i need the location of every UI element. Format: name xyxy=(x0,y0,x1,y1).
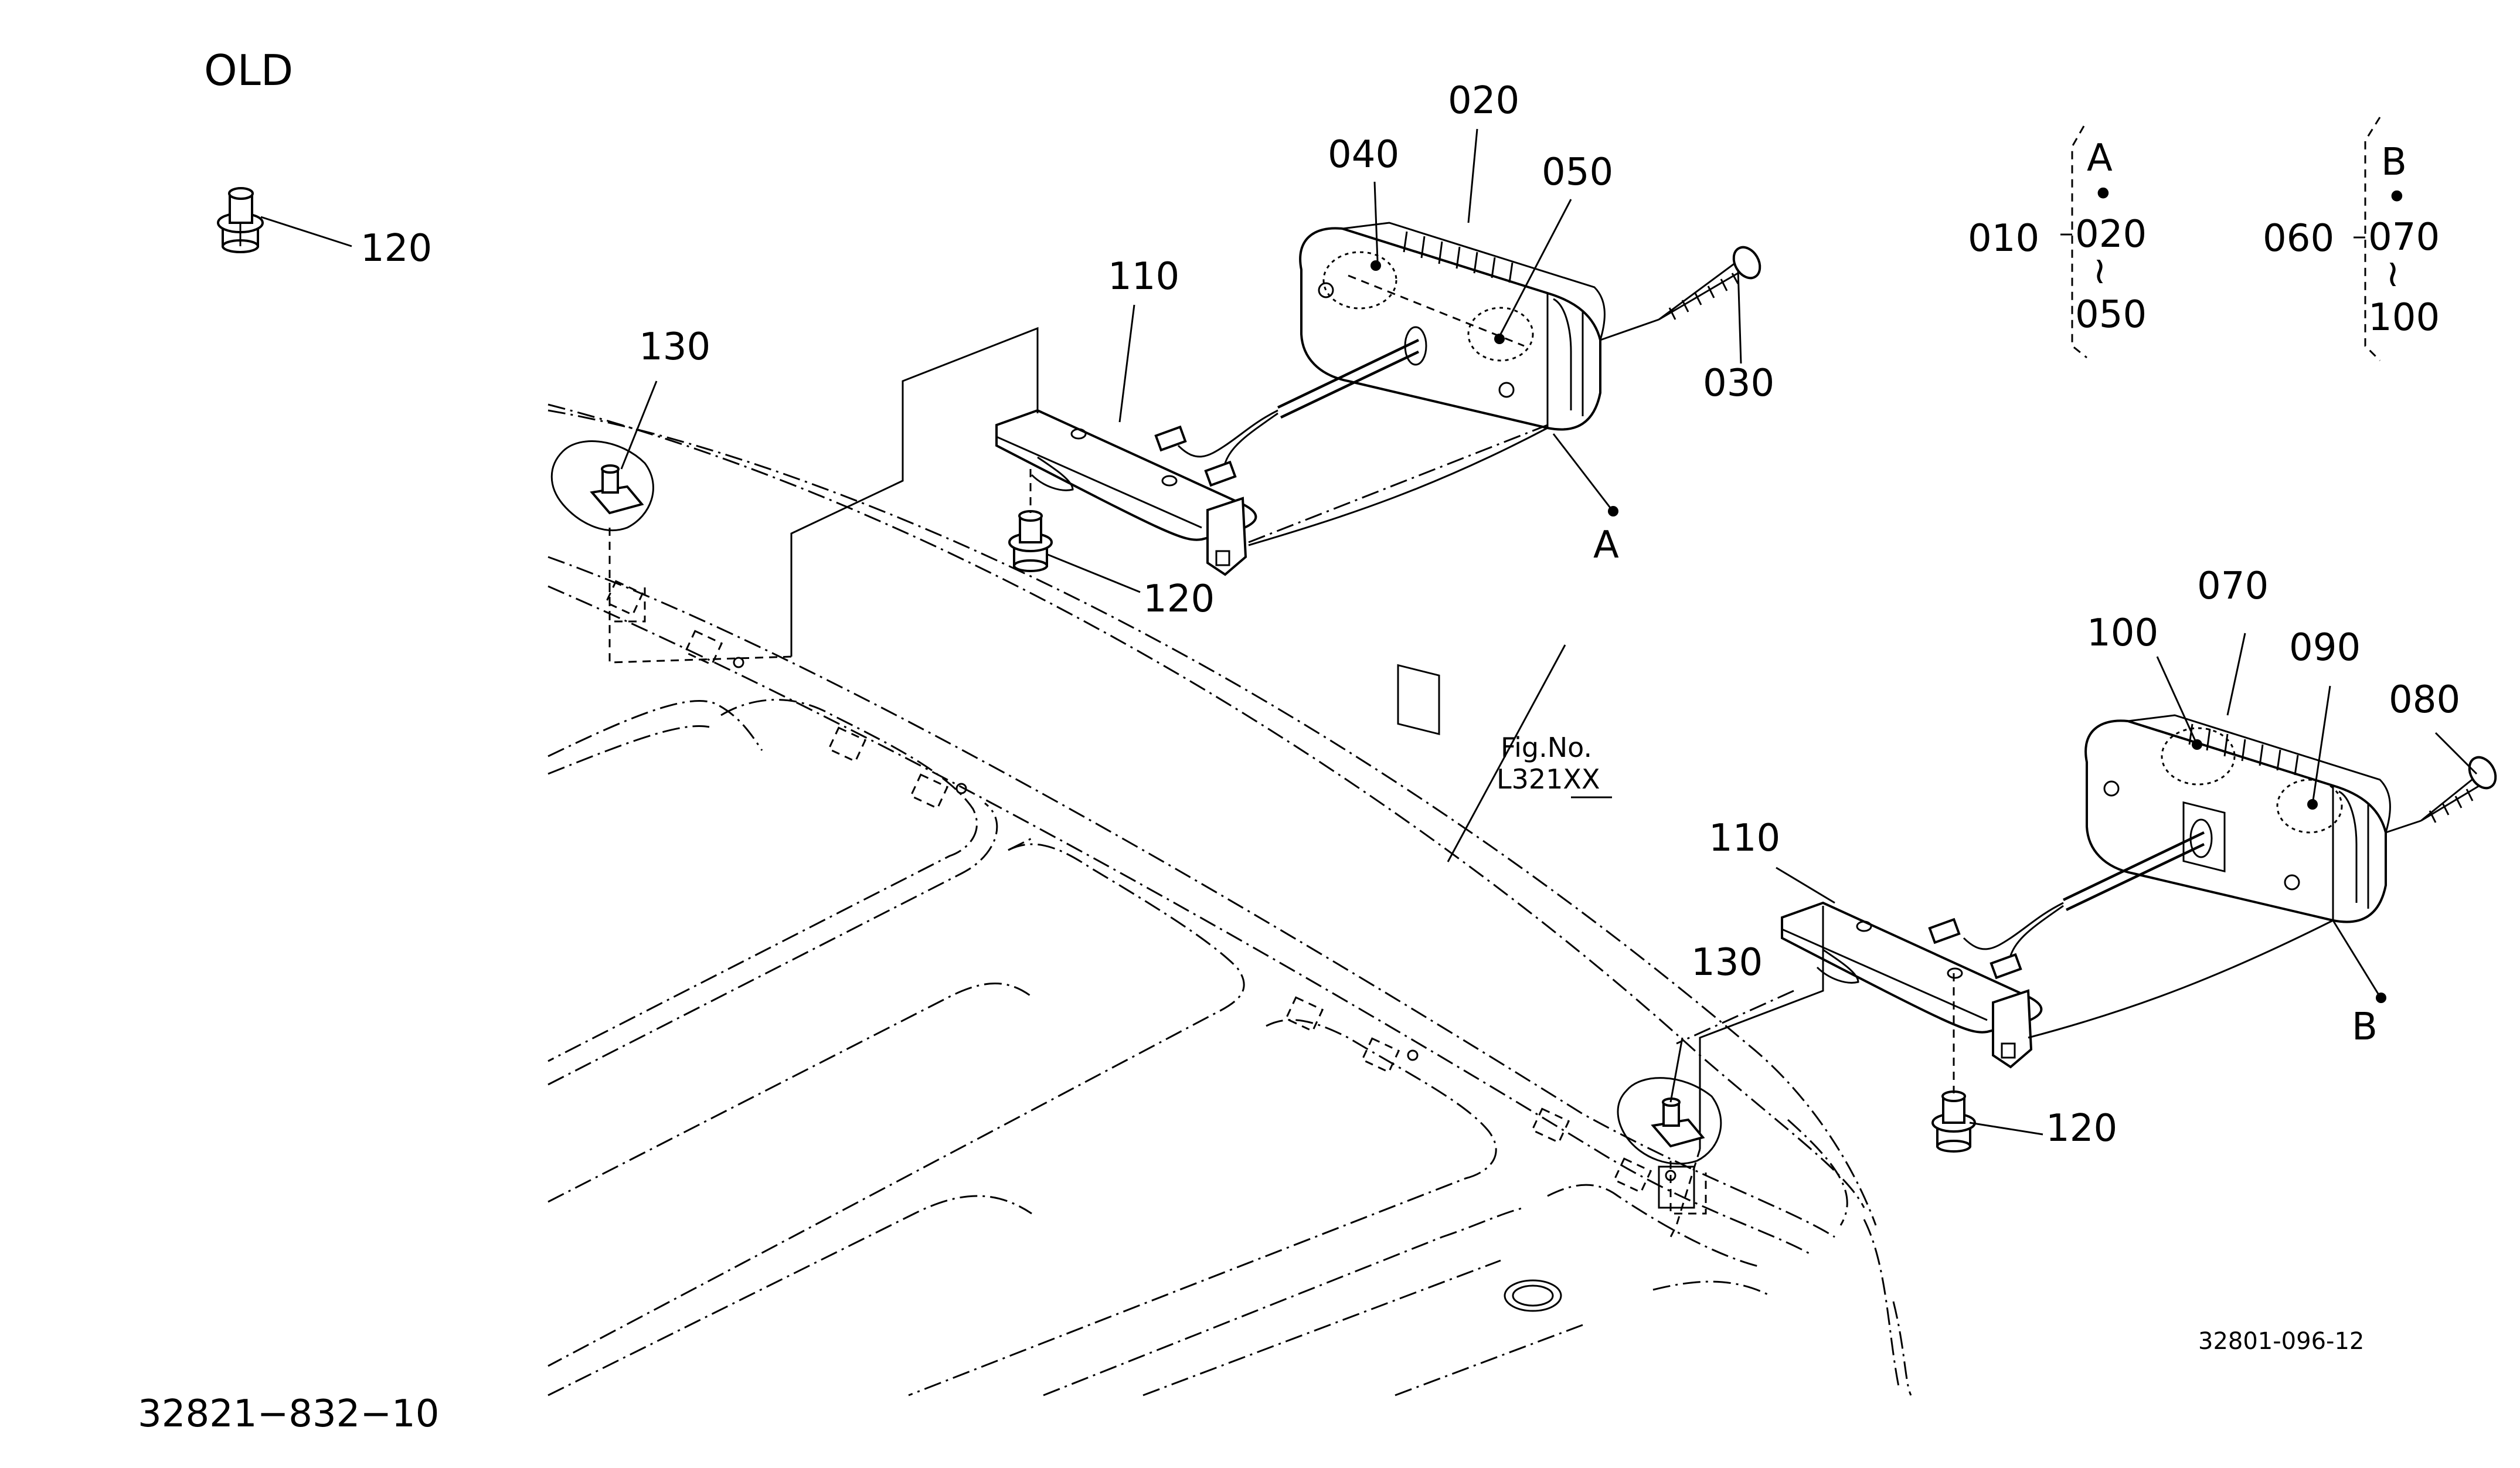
callout-050: 050 xyxy=(1542,151,1614,194)
callout-120-right: 120 xyxy=(2046,1107,2118,1150)
callout-110-right: 110 xyxy=(1709,817,1781,860)
fig-ref-line2: L321XX xyxy=(1497,763,1600,795)
legend-a-to: 050 xyxy=(2075,293,2147,337)
callout-030: 030 xyxy=(1703,362,1775,405)
view-b-label: B xyxy=(2352,1005,2378,1049)
nut-120-left xyxy=(1008,469,1053,572)
lamp-assembly-a xyxy=(608,222,1761,735)
legend-bracket-b xyxy=(2354,117,2381,362)
legend-b-parent: 060 xyxy=(2263,217,2335,260)
leader-lines xyxy=(260,128,2478,1136)
drawing-code-right: 32801-096-12 xyxy=(2198,1328,2365,1355)
callout-080: 080 xyxy=(2389,678,2461,722)
callout-040: 040 xyxy=(1328,133,1400,176)
callout-120-old: 120 xyxy=(361,227,433,270)
variant-label: OLD xyxy=(204,46,294,95)
callout-110-left: 110 xyxy=(1108,255,1180,298)
view-a-label: A xyxy=(1593,524,1619,567)
view-a-dot xyxy=(1608,506,1618,516)
legend-b-dot: • xyxy=(2386,176,2408,219)
clip-nut-130-right xyxy=(1617,1077,1722,1215)
legend-b-tilde: ≀ xyxy=(2386,252,2400,295)
callout-100: 100 xyxy=(2087,611,2159,655)
callout-090: 090 xyxy=(2289,626,2361,670)
legend-a-letter: A xyxy=(2087,137,2113,180)
legend-a-dot: • xyxy=(2092,173,2114,216)
nut-120-old xyxy=(217,187,264,253)
canopy-roof xyxy=(547,403,1912,1396)
legend-bracket-a xyxy=(2060,125,2087,359)
callout-020: 020 xyxy=(1448,79,1520,123)
legend-a-parent: 010 xyxy=(1968,217,2040,260)
callout-130-right: 130 xyxy=(1691,941,1763,984)
view-b-dot xyxy=(2376,993,2386,1003)
legend-b-letter: B xyxy=(2381,141,2407,184)
drawing-code-left: 32821−832−10 xyxy=(138,1392,440,1436)
lamp-assembly-b xyxy=(1669,714,2497,1238)
callout-130-left: 130 xyxy=(639,325,711,369)
callout-120-left: 120 xyxy=(1143,577,1215,621)
legend-b-from: 070 xyxy=(2368,216,2440,259)
nut-120-right xyxy=(1931,973,1976,1153)
callout-070: 070 xyxy=(2197,565,2269,608)
fig-ref-line1: Fig.No. xyxy=(1501,732,1593,763)
clip-nut-130-left xyxy=(550,440,654,623)
legend-a-from: 020 xyxy=(2075,213,2147,256)
legend-b-to: 100 xyxy=(2368,296,2440,339)
legend-a-tilde: ≀ xyxy=(2093,249,2107,293)
